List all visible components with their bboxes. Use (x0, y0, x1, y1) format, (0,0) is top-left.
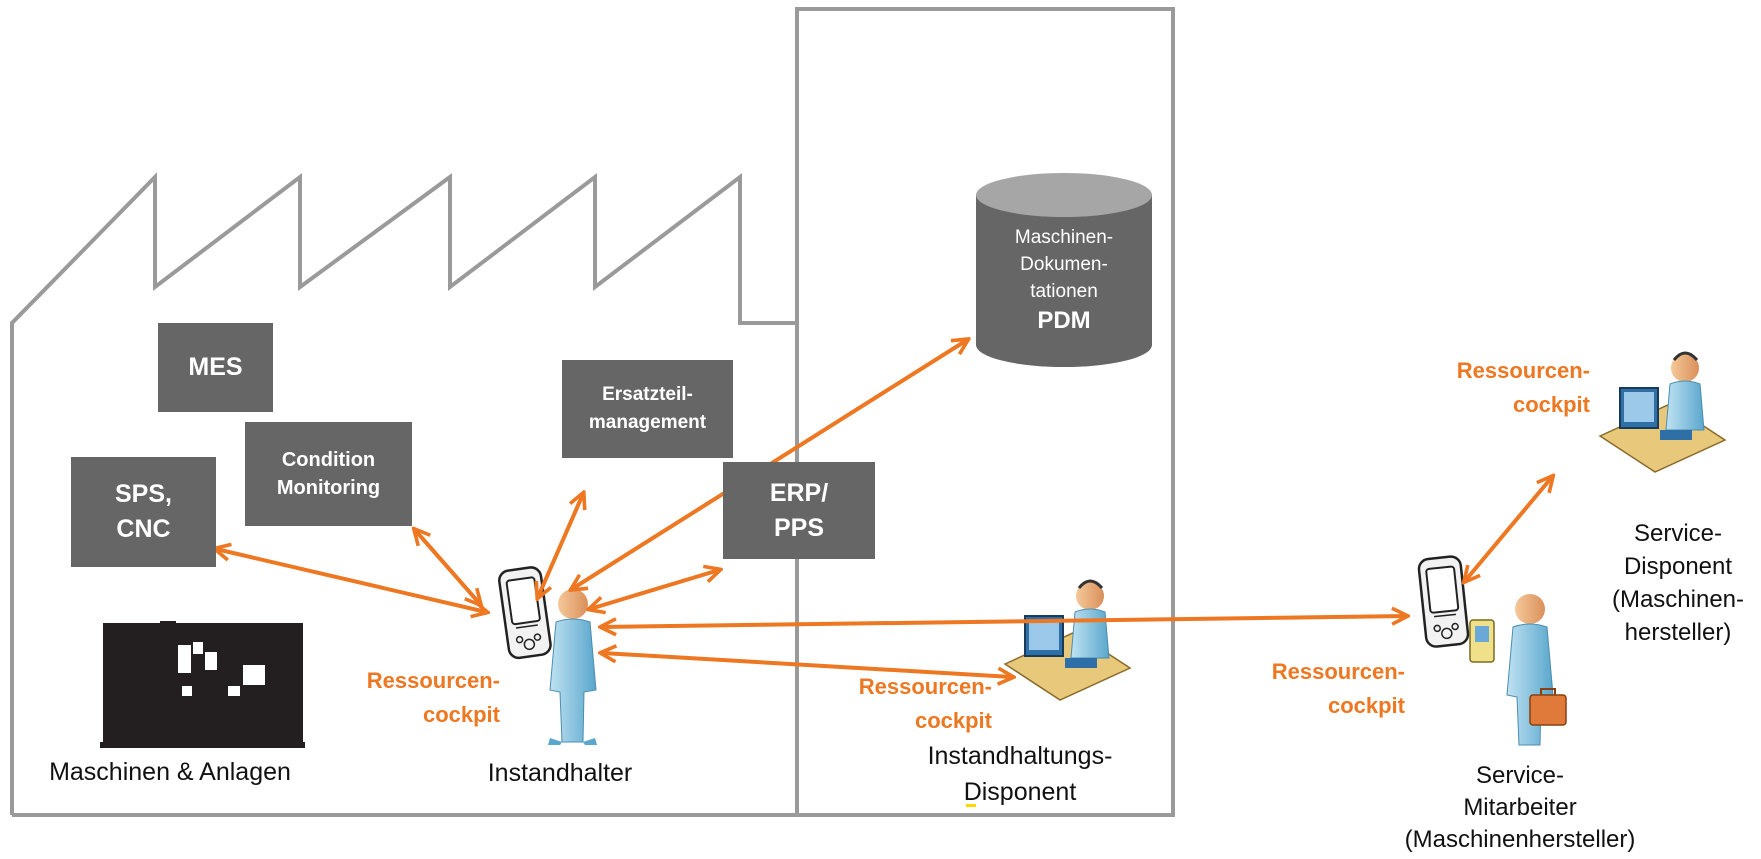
arrow-instandhalter-service (602, 616, 1406, 627)
highlight-mark (966, 804, 976, 807)
pdm-title: PDM (1037, 307, 1091, 334)
person-icon (548, 589, 597, 745)
factory-outline (10, 172, 797, 815)
ersatzteilmanagement-box: Ersatzteil- management (562, 360, 733, 458)
service-mitarbeiter-label: Service- Mitarbeiter (Maschinenherstelle… (1404, 762, 1636, 853)
service-dispatcher-workstation-icon (1598, 351, 1727, 473)
connection-arrows (216, 340, 1552, 677)
cockpit-label-service-disponent: Ressourcen- cockpit (1456, 358, 1590, 417)
dispatcher-workstation-icon (1003, 579, 1132, 701)
condition-monitoring-box: Condition Monitoring (245, 422, 412, 526)
arrow-condition-instandhalter (415, 530, 480, 604)
erp-pps-box: ERP/ PPS (723, 462, 875, 559)
pdm-database-icon (976, 173, 1152, 367)
arrow-sps-instandhalter (216, 549, 486, 612)
pdm-subtitle: Maschinen- Dokumen- tationen (1014, 227, 1114, 302)
cockpit-label-service-mitarbeiter: Ressourcen- cockpit (1271, 659, 1405, 718)
handheld-device-icon-service (1417, 555, 1470, 648)
arrow-erp-instandhalter (590, 570, 719, 609)
instandhalter-label: Instandhalter (487, 759, 633, 787)
arrow-instandhalter-disponent (602, 653, 1012, 677)
service-disponent-label: Service- Disponent (Maschinen- herstelle… (1611, 520, 1745, 646)
sps-cnc-box: SPS, CNC (71, 457, 216, 567)
cockpit-label-instandhalter: Ressourcen- cockpit (366, 668, 500, 727)
arrow-ersatzteil-instandhalter (538, 494, 583, 597)
machine-silhouette-icon (100, 621, 305, 748)
dispatcher-room-outline (795, 7, 1175, 817)
arrow-service-servicedisponent (1465, 477, 1552, 581)
mes-box: MES (158, 323, 273, 412)
service-person-icon (1469, 594, 1567, 746)
cockpit-label-disponent: Ressourcen- cockpit (858, 674, 992, 733)
instandhaltungs-disponent-label: Instandhaltungs- Disponent (927, 742, 1113, 806)
pdm-label: Maschinen- Dokumen- tationen PDM (976, 224, 1152, 335)
maschinen-anlagen-label: Maschinen & Anlagen (49, 758, 291, 786)
